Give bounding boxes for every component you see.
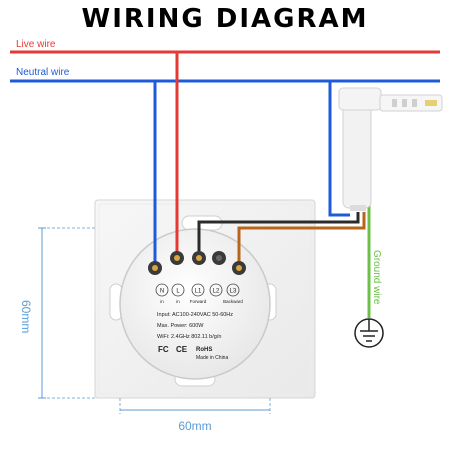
motor-actuator: [338, 87, 443, 211]
cert-fc-mark: FC: [158, 345, 169, 354]
terminal-screws: [148, 251, 246, 275]
terminal-l-name: in: [176, 299, 180, 304]
terminal-l-code: L: [176, 289, 180, 295]
height-dimension: [38, 227, 95, 399]
cert-ce-mark: CE: [176, 345, 188, 354]
terminal-l3-name: Backward: [223, 299, 243, 304]
ground-wire-label: Ground wire: [371, 250, 382, 305]
cert-rohs-mark: RoHS: [196, 347, 212, 353]
terminal-l3-code: L3: [230, 289, 237, 295]
neutral-to-motor: [328, 81, 350, 217]
live-wire-label: Live wire: [16, 39, 56, 50]
forward-wire: [197, 212, 360, 258]
neutral-wire-label: Neutral wire: [16, 67, 70, 78]
terminal-labels: N L L1 L2 L3 in in Forward Backward: [155, 283, 243, 304]
terminal-n-name: in: [160, 299, 164, 304]
diagram-title: WIRING DIAGRAM: [81, 4, 369, 34]
width-dimension: [119, 398, 271, 414]
terminal-l2-code: L2: [213, 289, 220, 295]
switch-back-module: [119, 228, 271, 380]
terminal-l1-code: L1: [195, 289, 202, 295]
backward-wire: [237, 212, 366, 268]
spec-input: Input: AC100-240VAC 50-60Hz: [157, 312, 233, 318]
ground-symbol: [354, 318, 384, 348]
made-in-label: Made in China: [196, 355, 228, 361]
terminal-n-code: N: [160, 289, 164, 295]
height-dimension-label: 60mm: [19, 300, 33, 333]
spec-max-power: Max. Power: 600W: [157, 323, 204, 329]
terminal-l1-name: Forward: [190, 299, 207, 304]
spec-wifi: WiFi: 2.4GHz 802.11 b/g/n: [157, 334, 221, 340]
width-dimension-label: 60mm: [178, 419, 211, 433]
